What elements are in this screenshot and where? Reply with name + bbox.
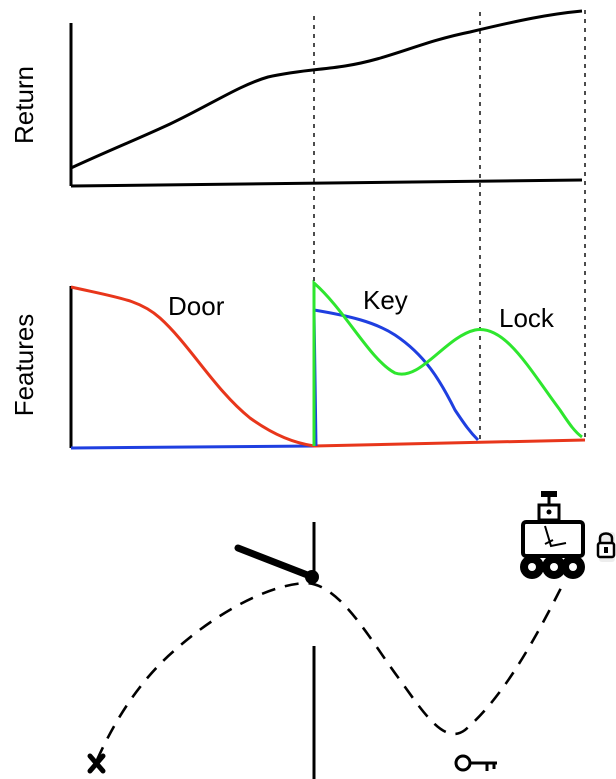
key-label: Key <box>363 285 408 315</box>
return-x-axis <box>70 178 583 188</box>
key-feature-curve <box>312 308 480 447</box>
return-panel: Return <box>9 9 583 188</box>
return-curve <box>70 9 583 170</box>
agent-trajectory <box>95 579 567 761</box>
lock-icon <box>596 532 616 562</box>
return-ylabel: Return <box>9 66 39 144</box>
post-door-baseline <box>313 438 586 448</box>
start-cross-icon <box>87 753 106 774</box>
door-icon <box>234 522 319 779</box>
features-panel: Features Door Key Lock <box>9 279 586 450</box>
environment-panel <box>87 491 616 779</box>
lock-label: Lock <box>499 303 555 333</box>
door-feature-curve <box>70 285 315 448</box>
segment-separators <box>313 10 586 446</box>
key-icon <box>454 754 497 772</box>
door-label: Door <box>168 291 225 321</box>
lock-feature-curve <box>312 279 583 446</box>
features-ylabel: Features <box>9 314 39 417</box>
robot-icon <box>520 491 585 579</box>
door-baseline <box>70 444 315 450</box>
